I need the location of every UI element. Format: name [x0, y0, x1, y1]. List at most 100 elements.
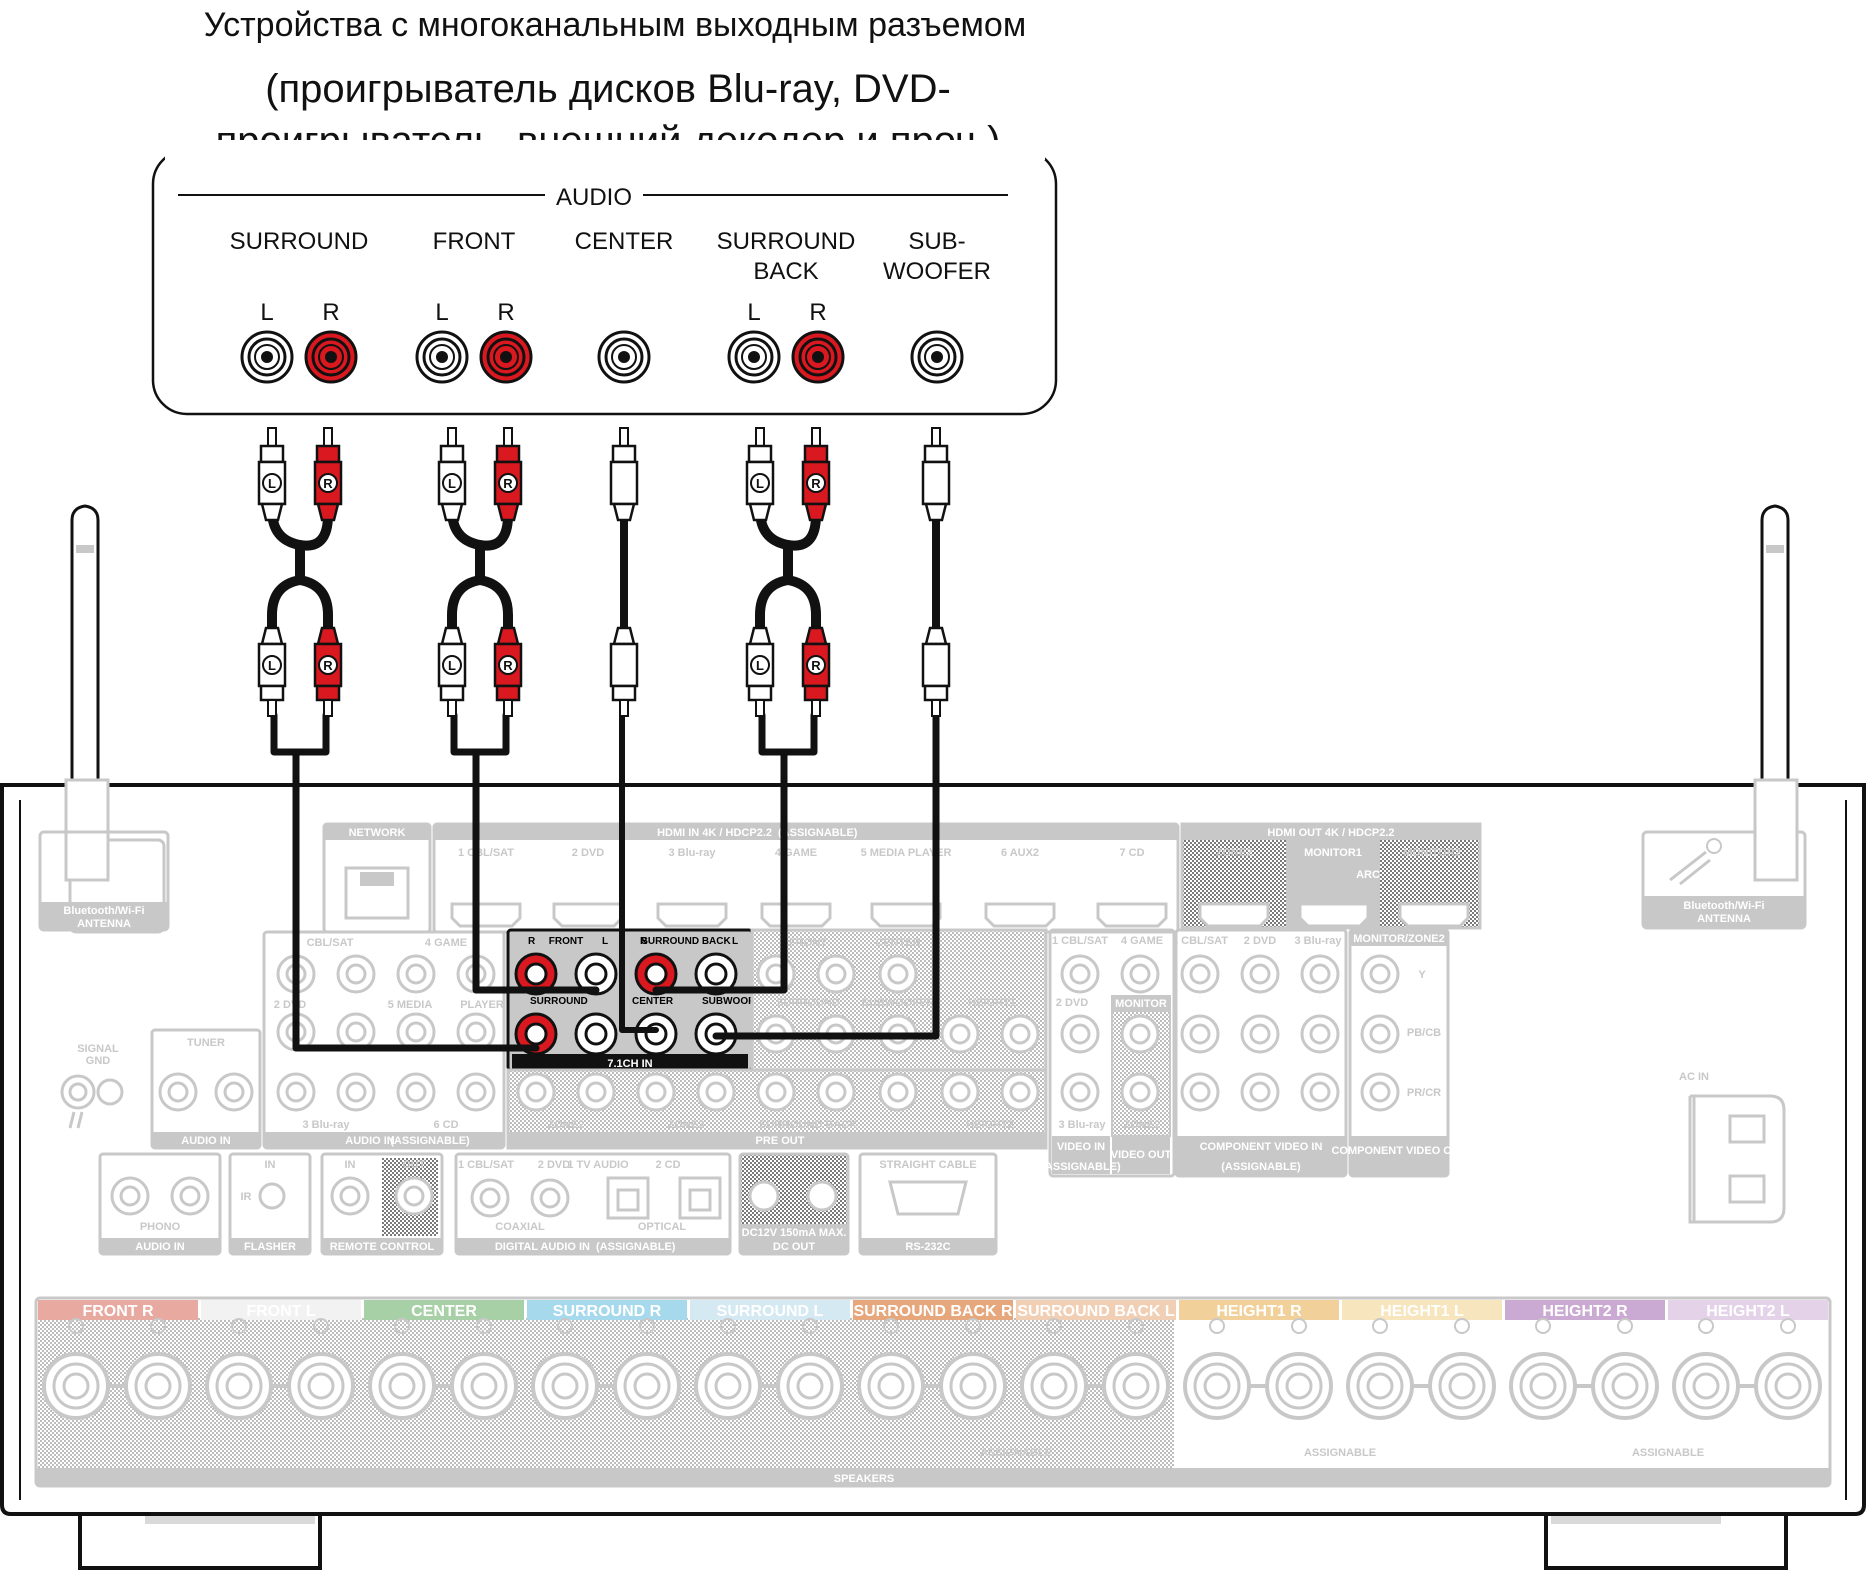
7-1ch-center-label: CENTER	[632, 996, 674, 1007]
pre-out-panel: PRE OUT FRONT CENTER SURROUND SUBWOOFER …	[506, 928, 1048, 1150]
audio-in-player: PLAYER	[460, 999, 504, 1011]
7-1ch-jack-front-r	[514, 952, 558, 996]
rs232c: RS-232C STRAIGHT CABLE	[858, 1152, 998, 1256]
speaker-channel-5: SURROUND L	[690, 1300, 850, 1420]
plug-bottom-surround-back-l-label: L	[756, 658, 764, 673]
speakers-assignable-3: ASSIGNABLE	[1632, 1447, 1704, 1459]
component-dvd: 2 DVD	[1244, 935, 1276, 947]
hdmi-in-port-1: 1 CBL/SAT	[458, 847, 514, 859]
7-1ch-jack-sb-r	[634, 952, 678, 996]
speaker-channel-label-10: HEIGHT2 R	[1542, 1303, 1628, 1320]
tuner-bottom-label: AUDIO IN	[181, 1135, 231, 1147]
digital-audio-in: DIGITAL AUDIO IN (ASSIGNABLE) 1 CBL/SAT …	[454, 1152, 732, 1256]
plug-bottom-front-l-label: L	[448, 658, 456, 673]
hdmi-in-port-3: 3 Blu-ray	[668, 847, 716, 859]
source-jack-surround-r	[304, 330, 358, 384]
digital-dvd: 2 DVD	[538, 1159, 570, 1171]
component-out-label: COMPONENT VIDEO OUT	[1331, 1145, 1466, 1157]
pre-out-height2: HEIGHT2	[966, 1119, 1014, 1131]
plug-bottom-surround-back-r: R	[801, 626, 831, 717]
speaker-channel-label-3: CENTER	[411, 1303, 477, 1320]
speakers-assignable-1: ASSIGNABLE	[980, 1447, 1052, 1459]
digital-coaxial: COAXIAL	[495, 1221, 545, 1233]
speaker-channel-1: FRONT R	[38, 1300, 198, 1420]
video-zone2: ZONE2	[1124, 1119, 1161, 1131]
pre-out-subwoofer: SUBWOOFER	[862, 997, 935, 1009]
speakers-panel: SPEAKERS ASSIGNABLE ASSIGNABLE ASSIGNABL…	[34, 1296, 1832, 1488]
7-1ch-jack-front-l	[574, 952, 618, 996]
digital-cbl-sat: 1 CBL/SAT	[458, 1159, 514, 1171]
front-l-label: L	[435, 299, 448, 326]
7-1ch-jack-sb-l	[694, 952, 738, 996]
7-1ch-jack-surround-r	[514, 1012, 558, 1056]
digital-optical: OPTICAL	[638, 1221, 687, 1233]
speaker-channel-label-5: SURROUND L	[717, 1303, 824, 1320]
component-video-panel: MONITOR/ZONE2 1 CBL/SAT 2 DVD 3 Blu-ray …	[1172, 928, 1467, 1178]
component-pr: PR/CR	[1407, 1087, 1441, 1099]
ac-in: AC IN	[1679, 1071, 1786, 1224]
pre-out-front: FRONT	[789, 937, 827, 949]
digital-cd: 2 CD	[655, 1159, 680, 1171]
audio-in-bluray: 3 Blu-ray	[302, 1119, 350, 1131]
rs232c-bottom: RS-232C	[905, 1241, 950, 1253]
7-1ch-sb-r: R	[640, 936, 648, 947]
component-cbl-sat: 1 CBL/SAT	[1172, 935, 1228, 947]
plug-top-center	[609, 427, 639, 522]
group-label-subwoofer-1: SUB-	[908, 228, 965, 255]
7-1ch-jack-surround-l	[574, 1012, 618, 1056]
surround-l-label: L	[260, 299, 273, 326]
antenna-left-label-1: Bluetooth/Wi-Fi	[63, 905, 144, 917]
hdmi-out-title: HDMI OUT 4K / HDCP2.2	[1267, 827, 1394, 839]
antenna-left-label-2: ANTENNA	[77, 918, 131, 930]
plug-bottom-surround-back-l: L	[745, 626, 775, 717]
plug-top-surround-back-r: R	[801, 427, 831, 522]
surround-back-r-label: R	[809, 299, 826, 326]
hdmi-out-panel: HDMI OUT 4K / HDCP2.2 ZONE2 MONITOR1 MON…	[1180, 822, 1482, 930]
group-label-front: FRONT	[433, 228, 516, 255]
source-jack-surround-back-l	[727, 330, 781, 384]
hdmi-in-note: (ASSIGNABLE)	[778, 827, 858, 839]
group-label-center: CENTER	[575, 228, 674, 255]
speaker-channel-3: CENTER	[364, 1300, 524, 1420]
dc-out: DC12V 150mA MAX. DC OUT	[738, 1152, 850, 1256]
antenna-right: Bluetooth/Wi-Fi ANTENNA	[1641, 504, 1807, 930]
antenna-left: Bluetooth/Wi-Fi ANTENNA	[38, 504, 170, 934]
surround-back-l-label: L	[747, 299, 760, 326]
audio-in-game: 4 GAME	[425, 937, 467, 949]
7-1ch-front-l: L	[602, 936, 608, 947]
digital-bottom: DIGITAL AUDIO IN	[495, 1241, 590, 1253]
group-label-surround-back-2: BACK	[753, 258, 818, 285]
source-jack-surround-l	[240, 330, 294, 384]
digital-note: (ASSIGNABLE)	[596, 1241, 676, 1253]
video-bluray: 3 Blu-ray	[1058, 1119, 1106, 1131]
audio-in-cbl-sat: CBL/SAT	[307, 937, 354, 949]
plug-top-surround-l-label: L	[268, 476, 276, 491]
plug-bottom-center	[609, 626, 639, 717]
signal-gnd-label-1: SIGNAL	[77, 1043, 119, 1055]
source-jack-front-r	[479, 330, 533, 384]
speaker-channel-10: HEIGHT2 R	[1505, 1300, 1665, 1420]
audio-in-cd: 6 CD	[433, 1119, 458, 1131]
source-jack-center	[597, 330, 651, 384]
video-in-label: VIDEO IN	[1057, 1141, 1105, 1153]
speaker-channel-label-2: FRONT L	[246, 1303, 316, 1320]
plug-top-surround-r-label: R	[323, 476, 333, 491]
hdmi-in-title: HDMI IN 4K / HDCP2.2	[657, 827, 772, 839]
7-1ch-sb-l: L	[732, 936, 738, 947]
pre-out-zone3: ZONE3	[668, 1119, 705, 1131]
plug-top-front-r-label: R	[503, 476, 513, 491]
rs232c-top: STRAIGHT CABLE	[879, 1159, 976, 1171]
network-label: NETWORK	[349, 827, 406, 839]
pre-out-title: PRE OUT	[756, 1135, 805, 1147]
phono-label: PHONO	[140, 1221, 181, 1233]
plug-bottom-surround-back-r-label: R	[811, 658, 821, 673]
audio-in-title: AUDIO IN	[345, 1135, 395, 1147]
speakers-title: SPEAKERS	[834, 1473, 895, 1485]
component-monitor-zone2: MONITOR/ZONE2	[1353, 933, 1444, 945]
title-line-2: (проигрыватель дисков Blu-ray, DVD-	[265, 67, 951, 111]
phono-bottom: AUDIO IN	[135, 1241, 185, 1253]
group-label-surround-back-1: SURROUND	[717, 228, 856, 255]
plug-bottom-surround-l: L	[257, 626, 287, 717]
